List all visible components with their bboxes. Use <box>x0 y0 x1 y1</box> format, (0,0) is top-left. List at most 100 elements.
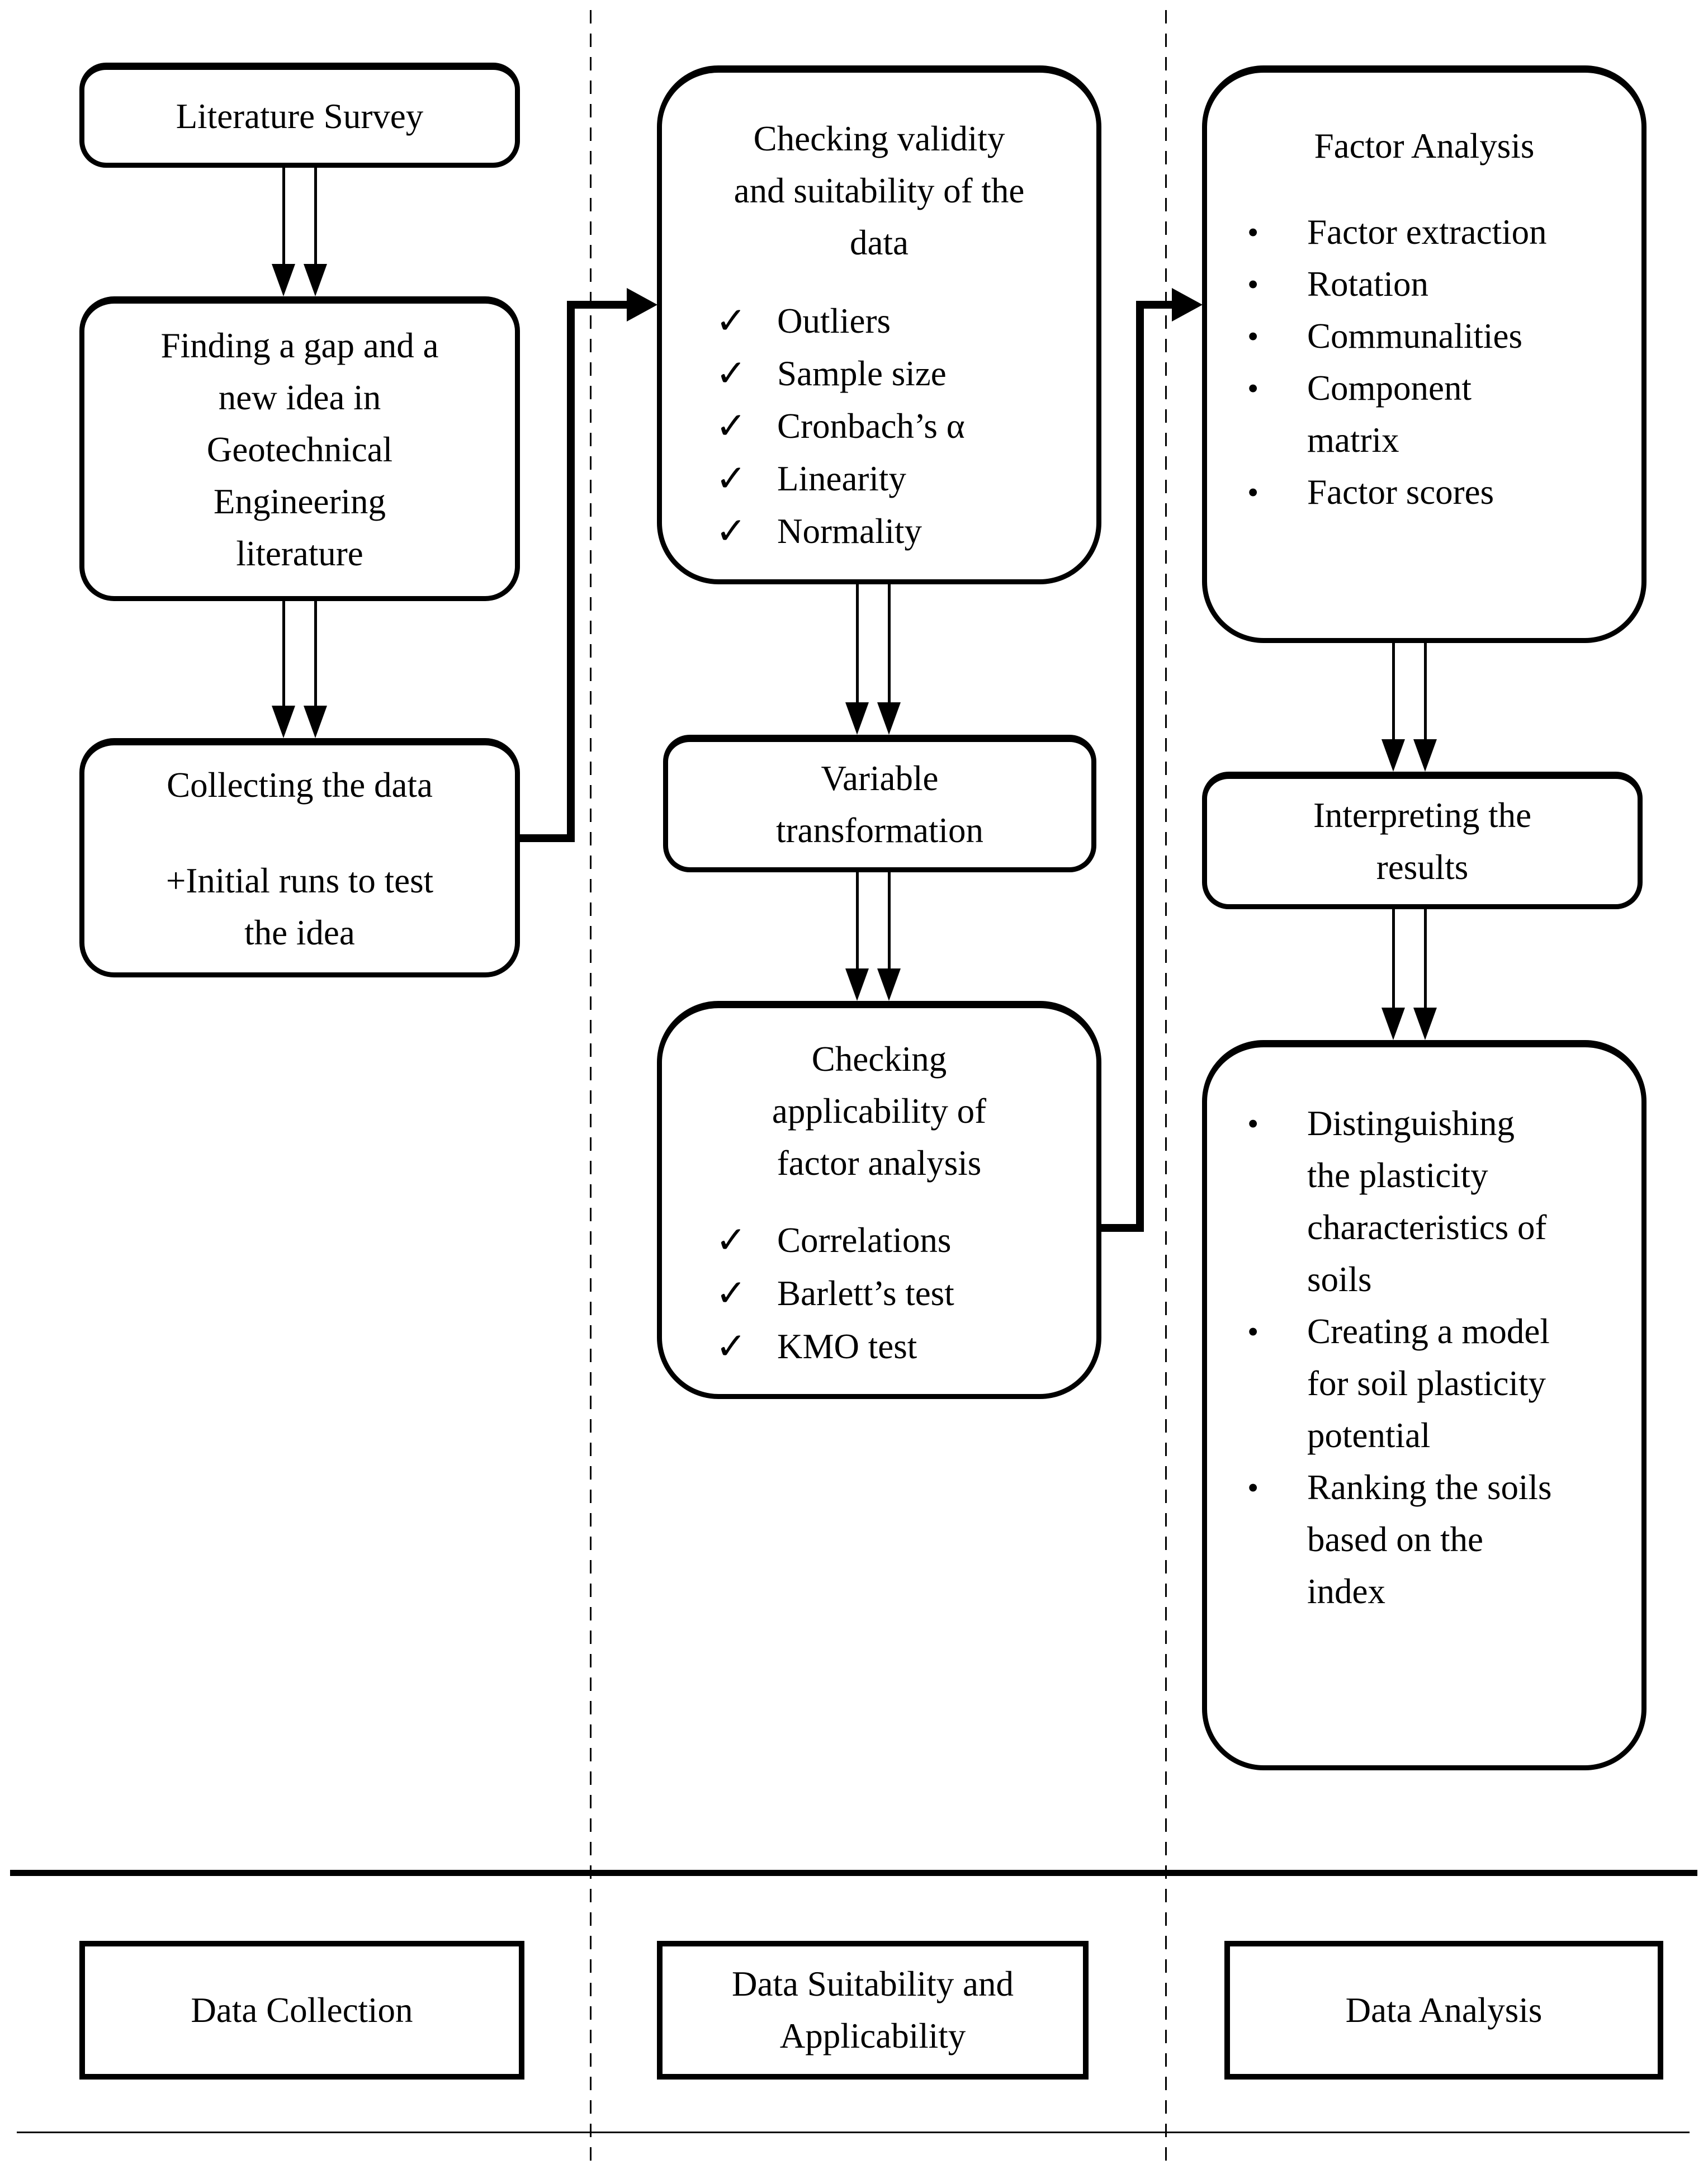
checklist-validity: ✓ Outliers ✓ Sample size ✓ Cronbach’s α … <box>662 295 1096 558</box>
bullet-item-label: Component matrix <box>1307 368 1472 460</box>
bullet-list-outcomes: • Distinguishing the plasticity characte… <box>1207 1098 1641 1618</box>
stage-label-line: Data Suitability and <box>732 1964 1014 2003</box>
bullet-icon: • <box>1247 474 1259 511</box>
bullet-icon: • <box>1247 1105 1259 1142</box>
down-arrow-icon <box>1381 643 1405 772</box>
box-interpreting-results: Interpreting the results <box>1202 772 1643 909</box>
box-collecting-data-line: +Initial runs to test <box>165 861 434 900</box>
connector-segment <box>1101 1224 1144 1232</box>
down-arrow-icon <box>272 601 295 738</box>
down-arrow-icon <box>877 584 901 735</box>
check-icon: ✓ <box>716 1273 747 1314</box>
bullet-item: • Rotation <box>1207 258 1641 310</box>
bullet-item-label: Communalities <box>1307 316 1522 356</box>
box-factor-analysis-title: Factor Analysis <box>1314 126 1535 166</box>
arrow-factor-to-interpreting <box>1381 643 1437 772</box>
box-collecting-data: Collecting the data +Initial runs to tes… <box>79 738 520 977</box>
bullet-icon: • <box>1247 266 1259 303</box>
bullet-item-label: Factor extraction <box>1307 212 1547 252</box>
box-collecting-data-line: Collecting the data <box>167 765 433 805</box>
right-arrow-icon <box>1172 288 1203 322</box>
checklist-item-label: Linearity <box>777 459 906 498</box>
checklist-item: ✓ Outliers <box>662 295 1096 348</box>
bullet-item: • Factor extraction <box>1207 206 1641 258</box>
box-factor-analysis: Factor Analysis • Factor extraction • Ro… <box>1202 65 1647 643</box>
checklist-item: ✓ Barlett’s test <box>662 1268 1096 1321</box>
stage-label-line: Applicability <box>779 2016 966 2055</box>
stage-separator-right <box>1165 10 1167 2163</box>
stage-separator-left <box>590 10 592 2163</box>
box-checking-applicability-title: Checking applicability of factor analysi… <box>662 1033 1096 1189</box>
checklist-item-label: Correlations <box>777 1221 952 1260</box>
stage-band-top-rule <box>10 1870 1697 1876</box>
arrow-literature-to-gap <box>272 168 327 296</box>
box-variable-transformation-line: Variable <box>821 759 939 798</box>
arrow-transformation-to-applicability <box>845 872 901 1001</box>
box-finding-gap-line: new idea in <box>218 378 381 417</box>
bullet-icon: • <box>1247 370 1259 407</box>
checklist-item-label: Sample size <box>777 354 947 393</box>
box-variable-transformation-line: transformation <box>776 811 983 850</box>
box-checking-validity: Checking validity and suitability of the… <box>657 65 1101 584</box>
connector-segment <box>567 301 575 842</box>
bullet-item-label: Factor scores <box>1307 472 1494 512</box>
checklist-applicability: ✓ Correlations ✓ Barlett’s test ✓ KMO te… <box>662 1215 1096 1374</box>
check-icon: ✓ <box>716 459 747 499</box>
connector-segment <box>1136 301 1144 1232</box>
down-arrow-icon <box>845 872 869 1001</box>
checklist-item: ✓ Linearity <box>662 453 1096 505</box>
checklist-item-label: KMO test <box>777 1327 917 1366</box>
box-interpreting-results-line: results <box>1376 848 1469 887</box>
stage-label-data-suitability: Data Suitability and Applicability <box>657 1941 1089 2080</box>
down-arrow-icon <box>1381 909 1405 1040</box>
connector-segment <box>567 301 630 309</box>
stage-label-data-collection: Data Collection <box>79 1941 524 2080</box>
check-icon: ✓ <box>716 511 747 552</box>
bullet-icon: • <box>1247 1469 1259 1506</box>
connector-segment <box>1136 301 1172 309</box>
down-arrow-icon <box>304 168 327 296</box>
box-literature-survey-label: Literature Survey <box>176 96 424 136</box>
down-arrow-icon <box>845 584 869 735</box>
down-arrow-icon <box>877 872 901 1001</box>
check-icon: ✓ <box>716 353 747 394</box>
down-arrow-icon <box>1413 643 1437 772</box>
box-literature-survey: Literature Survey <box>79 63 520 168</box>
box-finding-gap-line: literature <box>236 534 363 573</box>
down-arrow-icon <box>272 168 295 296</box>
stage-label-text: Data Collection <box>191 1990 413 2030</box>
box-checking-validity-title: Checking validity and suitability of the… <box>662 113 1096 269</box>
check-icon: ✓ <box>716 301 747 342</box>
bullet-icon: • <box>1247 1313 1259 1350</box>
check-icon: ✓ <box>716 406 747 447</box>
arrow-interpreting-to-outcomes <box>1381 909 1437 1040</box>
box-finding-gap-line: Geotechnical <box>206 430 393 469</box>
bullet-item: • Component matrix <box>1207 362 1641 466</box>
down-arrow-icon <box>1413 909 1437 1040</box>
bullet-list-factor-analysis: • Factor extraction • Rotation • Communa… <box>1207 206 1641 518</box>
checklist-item: ✓ Normality <box>662 505 1096 558</box>
box-outcomes: • Distinguishing the plasticity characte… <box>1202 1040 1647 1770</box>
bullet-icon: • <box>1247 214 1259 251</box>
down-arrow-icon <box>304 601 327 738</box>
box-finding-gap-line: Finding a gap and a <box>160 326 439 365</box>
stage-label-data-analysis: Data Analysis <box>1224 1941 1663 2080</box>
bullet-item-label: Creating a model for soil plasticity pot… <box>1307 1312 1550 1455</box>
box-finding-gap: Finding a gap and a new idea in Geotechn… <box>79 296 520 601</box>
check-icon: ✓ <box>716 1326 747 1367</box>
stage-band-bottom-rule <box>17 2132 1690 2133</box>
checklist-item: ✓ KMO test <box>662 1321 1096 1374</box>
check-icon: ✓ <box>716 1220 747 1261</box>
box-variable-transformation: Variable transformation <box>663 735 1096 872</box>
checklist-item-label: Barlett’s test <box>777 1274 954 1313</box>
checklist-item-label: Cronbach’s α <box>777 407 965 446</box>
bullet-item-label: Distinguishing the plasticity characteri… <box>1307 1104 1547 1299</box>
checklist-item: ✓ Cronbach’s α <box>662 400 1096 453</box>
checklist-item-label: Outliers <box>777 301 891 341</box>
box-collecting-data-line: the idea <box>244 913 355 952</box>
box-checking-applicability: Checking applicability of factor analysi… <box>657 1001 1101 1399</box>
title-line: factor analysis <box>777 1143 982 1183</box>
bullet-item: • Distinguishing the plasticity characte… <box>1207 1098 1641 1306</box>
bullet-item-label: Ranking the soils based on the index <box>1307 1468 1552 1611</box>
